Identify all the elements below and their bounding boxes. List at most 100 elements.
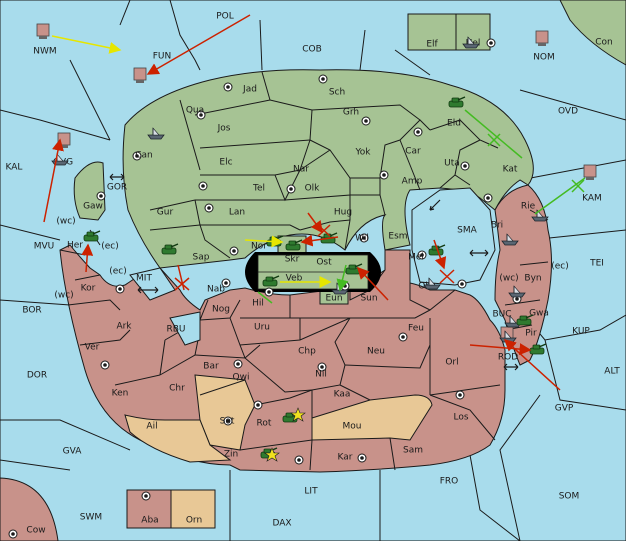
order-move-wil-skr bbox=[300, 234, 339, 247]
land-label-wc-her: (wc) bbox=[56, 217, 75, 227]
land-label-grh: Grh bbox=[343, 108, 359, 118]
order-convoy-ost-eun bbox=[336, 264, 349, 292]
land-label-kat: Kat bbox=[503, 165, 518, 175]
land-label-eun: Eun bbox=[325, 294, 342, 304]
territory-gaw[interactable] bbox=[73, 161, 106, 221]
territory-ail[interactable] bbox=[124, 414, 232, 463]
sea-label-con: Con bbox=[595, 38, 613, 48]
land-label-lan: Lan bbox=[229, 208, 245, 218]
land-label-bri: Bri bbox=[491, 221, 503, 231]
south-borders bbox=[59, 209, 549, 471]
land-label-car: Car bbox=[405, 147, 421, 157]
land-label-gwa: Gwa bbox=[529, 309, 549, 319]
land-label-ail: Ail bbox=[146, 422, 157, 432]
land-label-elf: Elf bbox=[426, 40, 438, 50]
land-label-los: Los bbox=[453, 413, 468, 423]
sea-label-rbu: RBU bbox=[166, 325, 185, 335]
territory-orn[interactable] bbox=[170, 489, 216, 529]
land-label-nog: Nog bbox=[212, 305, 230, 315]
land-label-sun: Sun bbox=[360, 294, 377, 304]
sea-sma bbox=[411, 187, 496, 286]
land-label-pir: Pir bbox=[525, 329, 537, 339]
land-label-kor: Kor bbox=[81, 284, 96, 294]
land-label-hug: Hug bbox=[334, 208, 352, 218]
sea-label-dor: DOR bbox=[27, 371, 47, 381]
sea-label-cow: Cow bbox=[26, 526, 45, 536]
land-label-ver: Ver bbox=[85, 343, 100, 353]
land-label-rie: Rie bbox=[521, 202, 536, 212]
order-move-gvp-rod bbox=[503, 338, 561, 391]
land-label-aba: Aba bbox=[141, 516, 158, 526]
land-label-sap: Sap bbox=[193, 253, 210, 263]
land-label-ec-byn: (ec) bbox=[551, 262, 569, 272]
sea-label-fro: FRO bbox=[440, 477, 459, 487]
sea-label-kam: KAM bbox=[582, 194, 602, 204]
land-label-neu: Neu bbox=[367, 347, 385, 357]
land-label-orn: Orn bbox=[186, 516, 202, 526]
sea-label-tei: TEI bbox=[589, 259, 604, 269]
convoy-cross-marks bbox=[487, 133, 585, 193]
convoy-mark-kam bbox=[571, 179, 585, 193]
territory-elf[interactable] bbox=[407, 13, 457, 51]
land-labels: Elf Hel Jad Sch Qua Jos Grh Can Eld Yok … bbox=[54, 39, 568, 526]
land-label-gaw: Gaw bbox=[83, 202, 103, 212]
land-label-orl: Orl bbox=[445, 358, 458, 368]
land-label-ark: Ark bbox=[116, 322, 132, 332]
land-label-gur: Gur bbox=[157, 208, 174, 218]
land-label-veb: Veb bbox=[286, 274, 303, 284]
star-markers bbox=[264, 407, 306, 462]
land-label-ec-kor: (ec) bbox=[109, 267, 127, 277]
convoy-mark-eld bbox=[487, 133, 501, 147]
land-label-jad: Jad bbox=[242, 85, 257, 95]
land-label-chp: Chp bbox=[298, 347, 316, 357]
fail-mark-wil bbox=[317, 224, 331, 237]
order-move-mvu-gvg bbox=[43, 138, 64, 223]
territory-mou[interactable] bbox=[311, 394, 433, 441]
land-label-qwi: Qwi bbox=[233, 373, 250, 383]
sea-rbu-notch bbox=[169, 311, 201, 346]
land-label-nab: Nab bbox=[207, 285, 225, 295]
land-label-uta: Uta bbox=[444, 159, 460, 169]
sea-label-pol: POL bbox=[216, 12, 234, 22]
order-move-sun-ost bbox=[356, 266, 389, 301]
sea-label-sma: SMA bbox=[457, 226, 477, 236]
order-support-nwm-fun bbox=[51, 35, 122, 54]
land-label-elc: Elc bbox=[219, 158, 232, 168]
land-label-mel: Mel bbox=[408, 253, 424, 263]
land-label-kaa: Kaa bbox=[334, 390, 351, 400]
land-label-mou: Mou bbox=[343, 422, 362, 432]
land-label-bar: Bar bbox=[203, 362, 219, 372]
land-label-her: Her bbox=[67, 241, 83, 251]
land-label-chr: Chr bbox=[169, 384, 185, 394]
land-label-jos: Jos bbox=[217, 124, 231, 134]
sea-label-rod: ROD bbox=[498, 353, 518, 363]
land-label-amp: Amp bbox=[402, 177, 423, 187]
supply-centers bbox=[8, 38, 522, 539]
land-label-ec-her: (ec) bbox=[101, 242, 119, 252]
land-label-yok: Yok bbox=[354, 148, 371, 158]
land-label-uru: Uru bbox=[254, 323, 270, 333]
sea-label-dax: DAX bbox=[272, 519, 291, 529]
sea-label-ovd: OVD bbox=[558, 107, 578, 117]
north-borders bbox=[149, 71, 499, 259]
land-label-eld: Eld bbox=[447, 119, 461, 129]
landmass-east bbox=[494, 184, 552, 366]
land-label-can: Can bbox=[135, 151, 153, 161]
sea-label-kup: KUP bbox=[572, 327, 590, 337]
land-label-qua: Qua bbox=[186, 106, 204, 116]
land-label-rot: Rot bbox=[257, 419, 272, 429]
star-icon bbox=[290, 407, 306, 422]
order-arrows bbox=[43, 14, 586, 391]
coast-connectors bbox=[109, 173, 519, 371]
sea-label-gva: GVA bbox=[63, 447, 83, 457]
land-label-byn: Byn bbox=[524, 274, 541, 284]
land-label-sam: Sam bbox=[403, 446, 423, 456]
order-convoy-eld-kat bbox=[464, 109, 523, 159]
land-label-ken: Ken bbox=[112, 389, 129, 399]
fail-mark-sap bbox=[174, 277, 190, 291]
land-label-tel: Tel bbox=[252, 184, 265, 194]
land-label-nar: Nar bbox=[293, 165, 309, 175]
land-label-ost: Ost bbox=[316, 258, 332, 268]
